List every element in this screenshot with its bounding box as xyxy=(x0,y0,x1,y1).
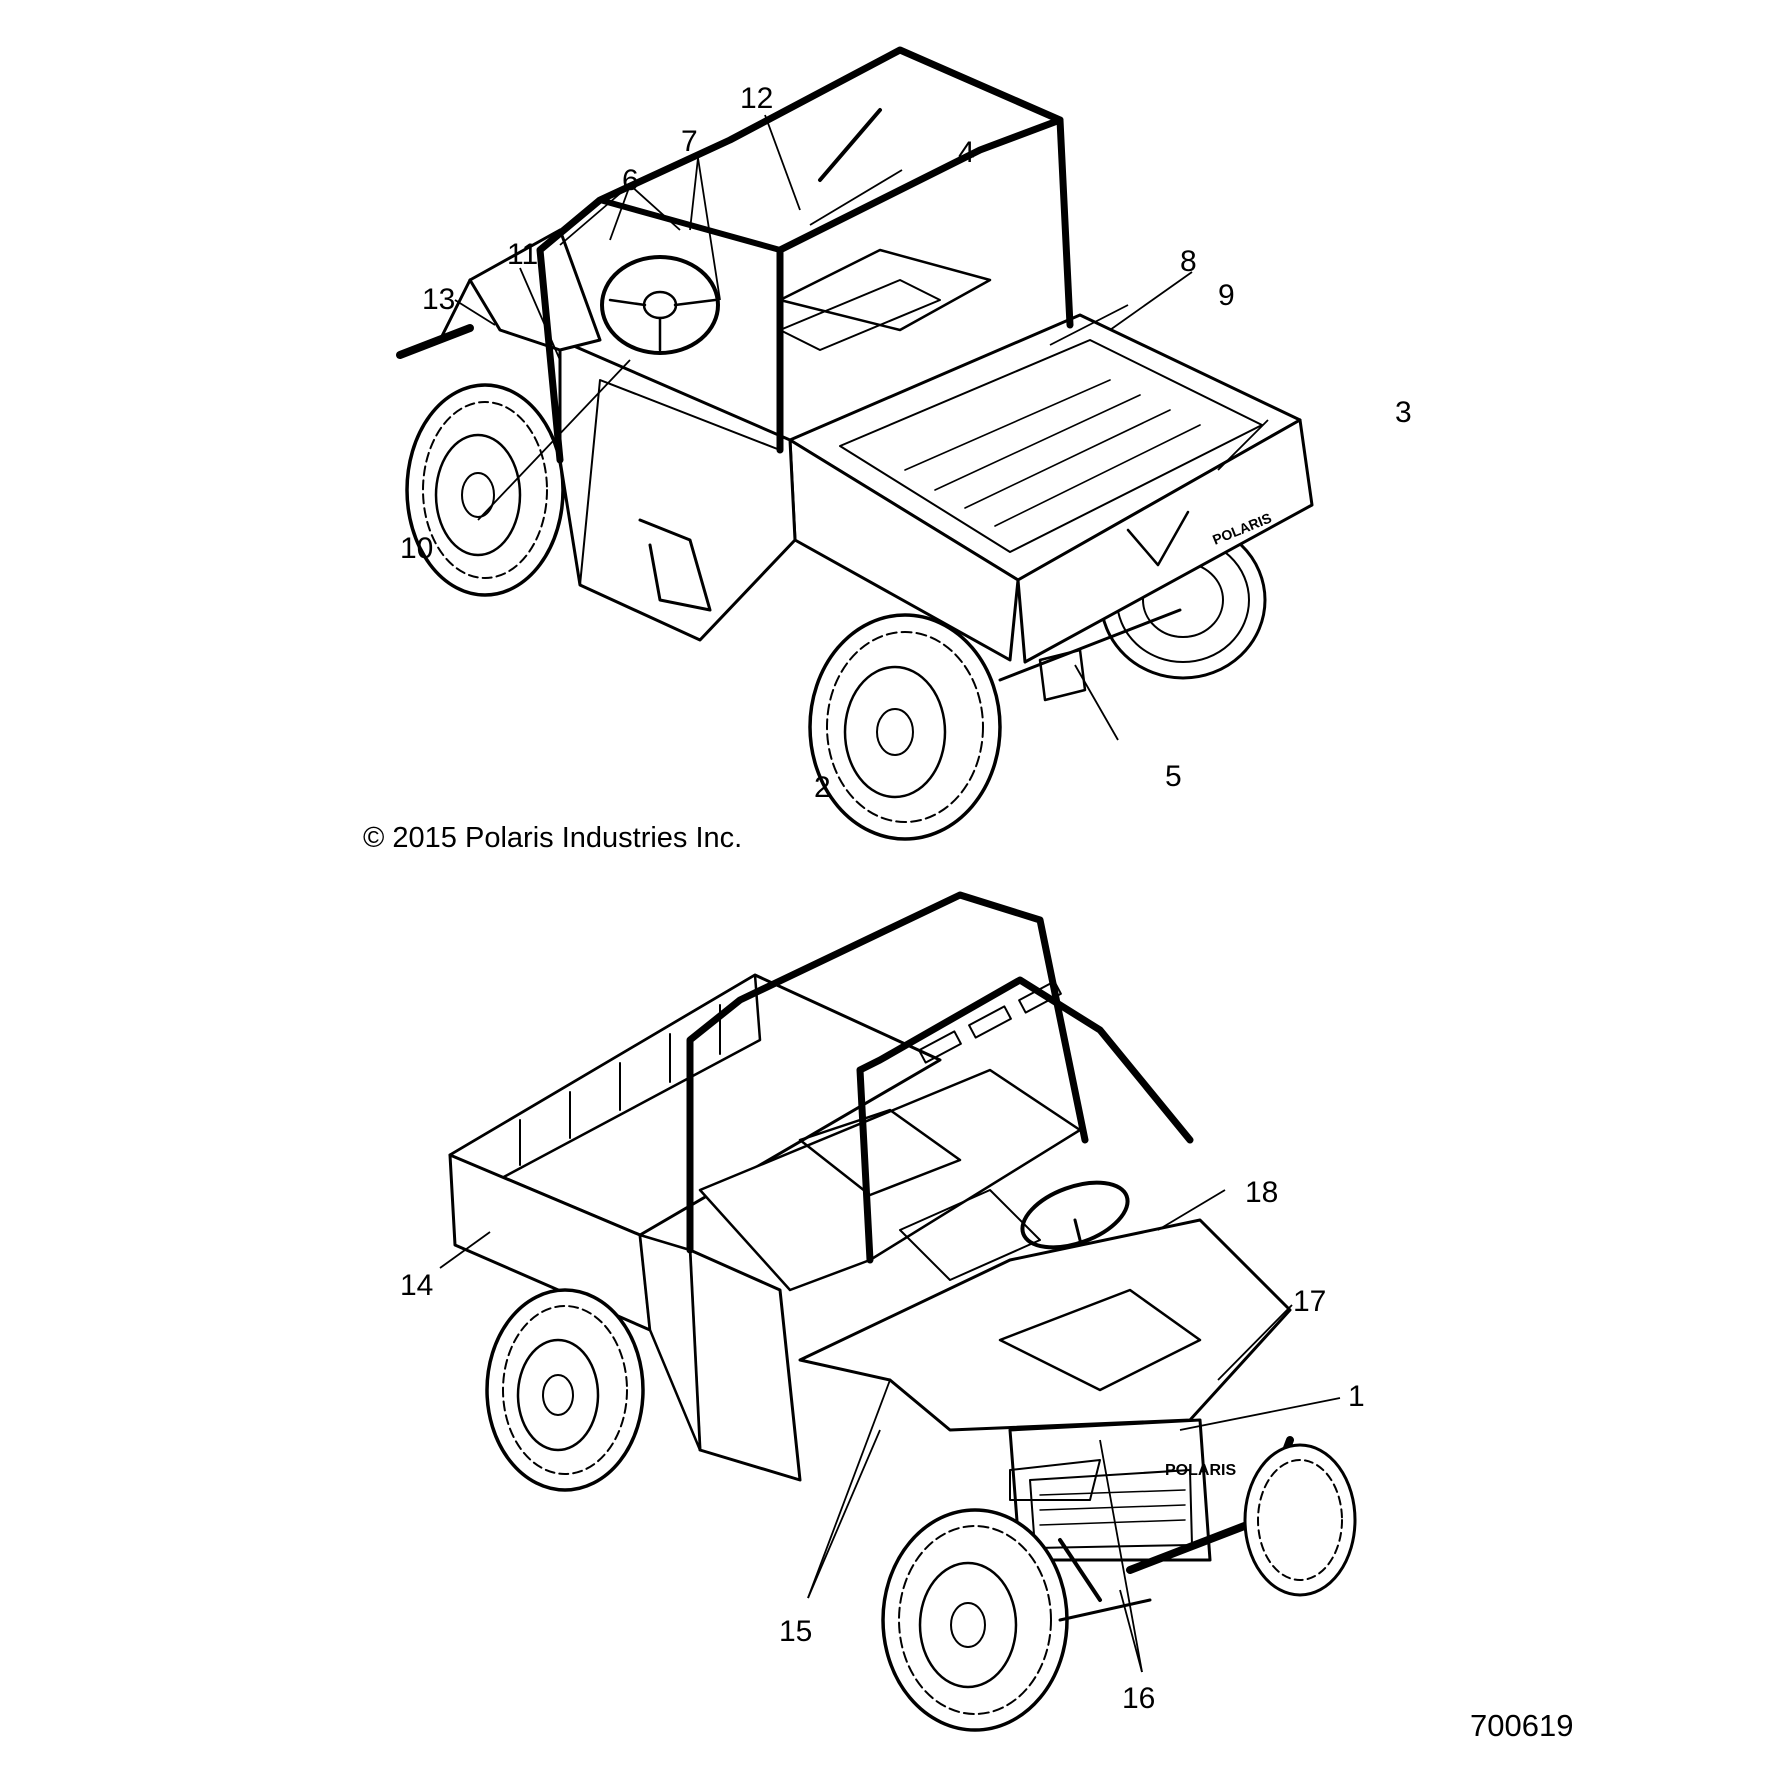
callout-16: 16 xyxy=(1122,1682,1155,1715)
wheel-rear-front-view xyxy=(485,1288,645,1492)
steering-wheel-top xyxy=(600,255,720,355)
front-suspension xyxy=(1058,1538,1152,1622)
callout-14: 14 xyxy=(400,1269,433,1302)
callout-9: 9 xyxy=(1218,279,1235,312)
callout-15: 15 xyxy=(779,1615,812,1648)
vehicle-front-view: POLARIS xyxy=(448,891,1357,1732)
callout-13: 13 xyxy=(422,283,455,316)
wheel-front-far xyxy=(1243,1443,1357,1597)
trailer-hitch xyxy=(998,608,1182,702)
callout-11: 11 xyxy=(507,238,538,271)
vehicle-rear-view: POLARIS xyxy=(396,46,1314,841)
brand-mark-front: POLARIS xyxy=(1165,1462,1236,1479)
callout-2: 2 xyxy=(814,771,831,804)
cab-structure xyxy=(396,228,797,642)
callout-18: 18 xyxy=(1245,1176,1278,1209)
wheel-front-left xyxy=(405,383,565,597)
leader-lines xyxy=(439,114,1341,1673)
figure-number: 700619 xyxy=(1470,1708,1574,1743)
callout-12: 12 xyxy=(740,82,773,115)
copyright-notice: © 2015 Polaris Industries Inc. xyxy=(363,822,743,854)
callout-numbers: 1 2 3 4 5 6 7 8 9 10 11 12 13 14 15 16 1… xyxy=(400,82,1412,1715)
cab-front-view xyxy=(638,1068,1082,1482)
callout-3: 3 xyxy=(1395,396,1412,429)
hood: POLARIS xyxy=(798,1218,1292,1562)
callout-4: 4 xyxy=(958,136,975,169)
callout-17: 17 xyxy=(1293,1285,1326,1318)
roll-cage xyxy=(536,46,1074,464)
callout-5: 5 xyxy=(1165,760,1182,793)
cargo-bed-front-view xyxy=(448,973,942,1332)
callout-8: 8 xyxy=(1180,245,1197,278)
roll-cage-front-view xyxy=(686,891,1194,1264)
seat-top xyxy=(778,248,992,351)
callout-10: 10 xyxy=(400,532,433,565)
cargo-bed: POLARIS xyxy=(788,313,1314,664)
callout-7: 7 xyxy=(681,125,698,158)
wheel-rear-near xyxy=(808,613,1002,841)
callout-1: 1 xyxy=(1348,1380,1365,1413)
callout-6: 6 xyxy=(622,164,639,197)
wheel-front-near xyxy=(881,1508,1069,1732)
seat-front-view xyxy=(798,1108,1041,1281)
